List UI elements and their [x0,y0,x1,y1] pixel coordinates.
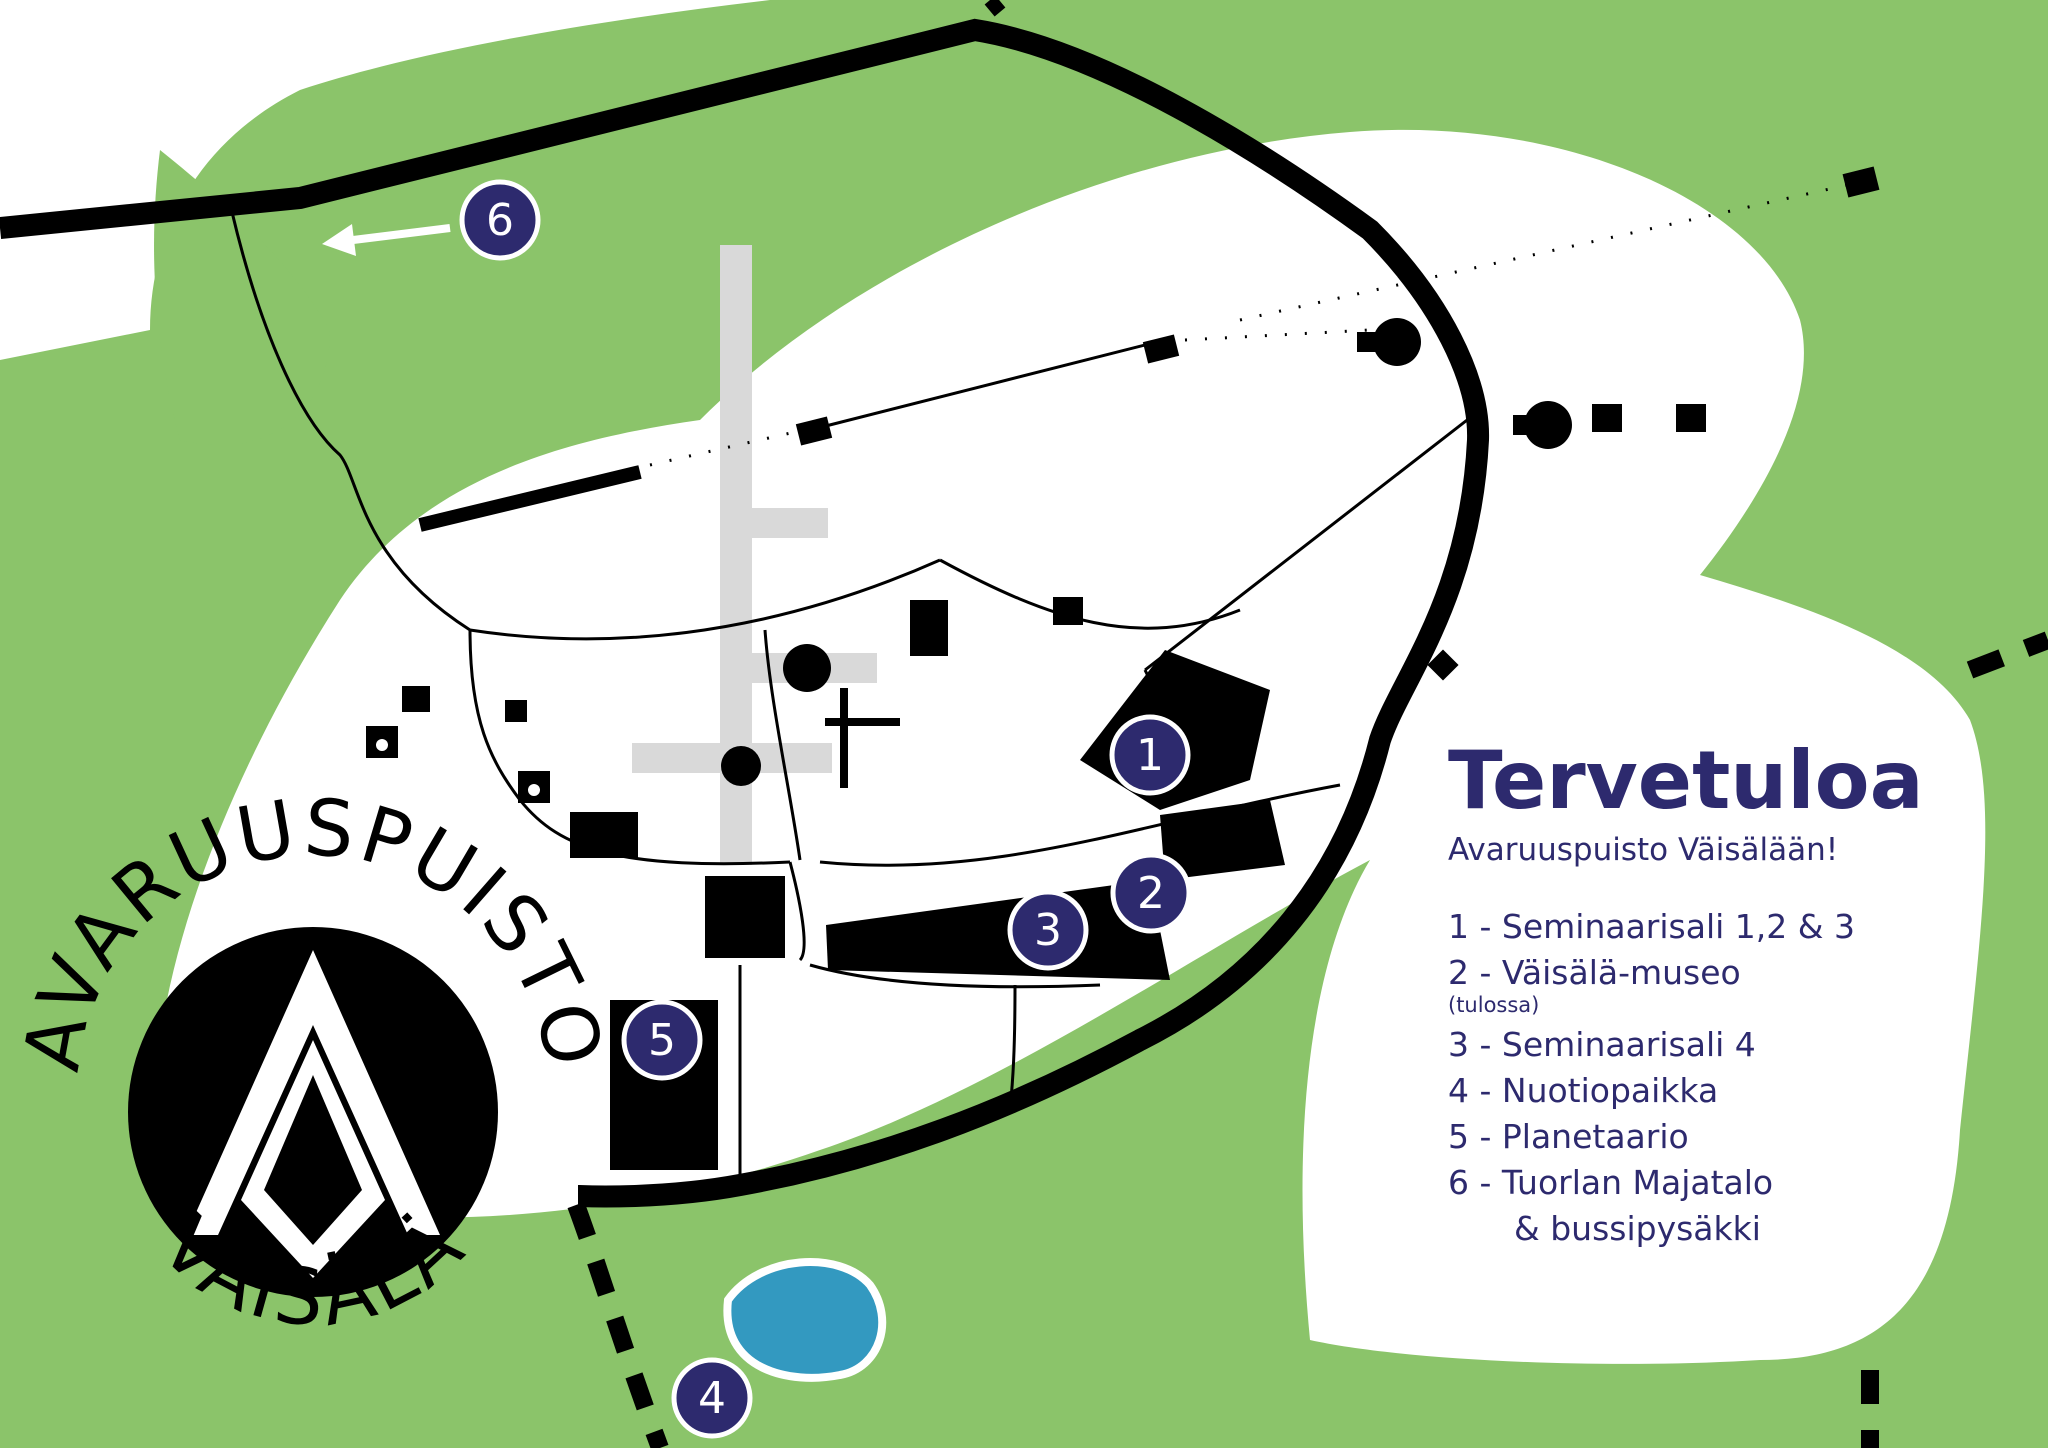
legend-item-2: 2 - Väisälä-museo(tulossa) [1448,950,2008,1018]
marker-3[interactable]: 3 [1007,889,1089,971]
legend-title: Tervetuloa [1448,734,1924,827]
marker-6-label: 6 [486,195,514,246]
legend-panel: Tervetuloa Avaruuspuisto Väisälään! 1 - … [1448,738,2008,1252]
marker-4[interactable]: 4 [671,1357,753,1439]
marker-2-label: 2 [1137,868,1165,919]
marker-1[interactable]: 1 [1109,714,1191,796]
legend-item-2-text: 2 - Väisälä-museo [1448,953,1741,992]
lake [723,1258,887,1382]
legend-item-5-text: 5 - Planetaario [1448,1117,1689,1156]
telescope-lines [418,178,1871,532]
main-road [0,18,1490,1208]
legend-subtitle: Avaruuspuisto Väisälään! [1448,832,1839,868]
legend-item-3: 3 - Seminaarisali 4 [1448,1022,2008,1068]
logo-mountain-outer [186,950,440,1235]
telescope-dome-icon [366,726,550,803]
marker-1-label: 1 [1136,730,1164,781]
marker-6[interactable]: 6 [459,179,541,261]
legend-item-2-note: (tulossa) [1448,993,1540,1017]
top-dash [984,0,1006,17]
legend-item-6-text: 6 - Tuorlan Majatalo [1448,1163,1774,1202]
legend-item-5: 5 - Planetaario [1448,1114,2008,1160]
legend-item-1-text: 1 - Seminaarisali 1,2 & 3 [1448,907,1855,946]
white-area-top-left [0,0,770,360]
legend-item-6-continuation: & bussipysäkki [1514,1209,1761,1248]
marker-5[interactable]: 5 [621,999,703,1081]
legend-item-3-text: 3 - Seminaarisali 4 [1448,1025,1756,1064]
legend-item-4-text: 4 - Nuotiopaikka [1448,1071,1719,1110]
marker-2[interactable]: 2 [1110,852,1192,934]
dashed-trails [567,631,2048,1448]
cross-icon [825,688,900,788]
walkways [230,211,1481,1180]
arrow-left-icon [322,224,451,256]
legend-item-1: 1 - Seminaarisali 1,2 & 3 [1448,904,2008,950]
marker-4-label: 4 [698,1373,726,1424]
logo-mountain-core [264,1075,362,1245]
marker-5-label: 5 [648,1015,676,1066]
marker-3-label: 3 [1034,905,1062,956]
legend-item-6: 6 - Tuorlan Majatalo & bussipysäkki [1448,1160,2008,1252]
legend-item-4: 4 - Nuotiopaikka [1448,1068,2008,1114]
